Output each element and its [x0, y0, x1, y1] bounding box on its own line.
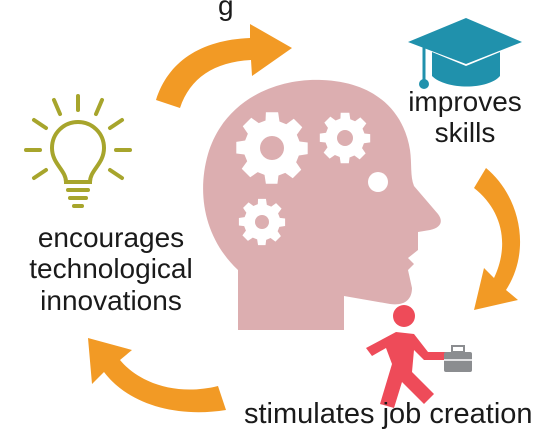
curved-arrow-icon [156, 24, 292, 108]
job-creation-label: stimulates job creation [244, 398, 533, 430]
running-businessman-icon [366, 305, 472, 408]
curved-arrow-icon [474, 168, 521, 310]
innovation-label: encourages technological innovations [6, 222, 216, 316]
skills-label: improves skills [398, 86, 532, 149]
curved-arrow-icon [88, 338, 226, 413]
innovation-label-line1: encourages [37, 222, 185, 253]
lightbulb-icon [24, 94, 132, 208]
innovation-label-line3: innovations [40, 284, 182, 316]
head-with-gears-icon [203, 79, 441, 330]
top-text-fragment: g [218, 0, 234, 21]
skills-label-line2: skills [434, 117, 496, 149]
innovation-label-line2: technological [29, 253, 193, 285]
skills-label-line1: improves [408, 86, 522, 117]
graduation-cap-icon [408, 18, 522, 89]
